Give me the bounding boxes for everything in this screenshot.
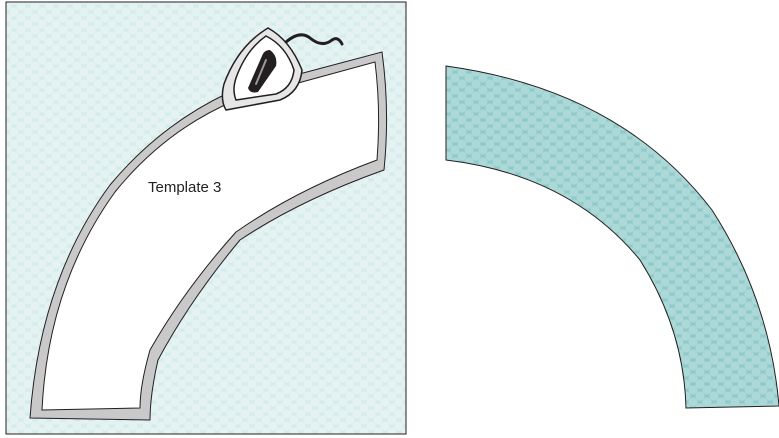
template-label: Template 3 bbox=[148, 179, 221, 196]
left-panel: Template 3 bbox=[6, 2, 406, 434]
right-panel bbox=[446, 66, 779, 408]
fabric-arc-piece bbox=[446, 66, 779, 408]
